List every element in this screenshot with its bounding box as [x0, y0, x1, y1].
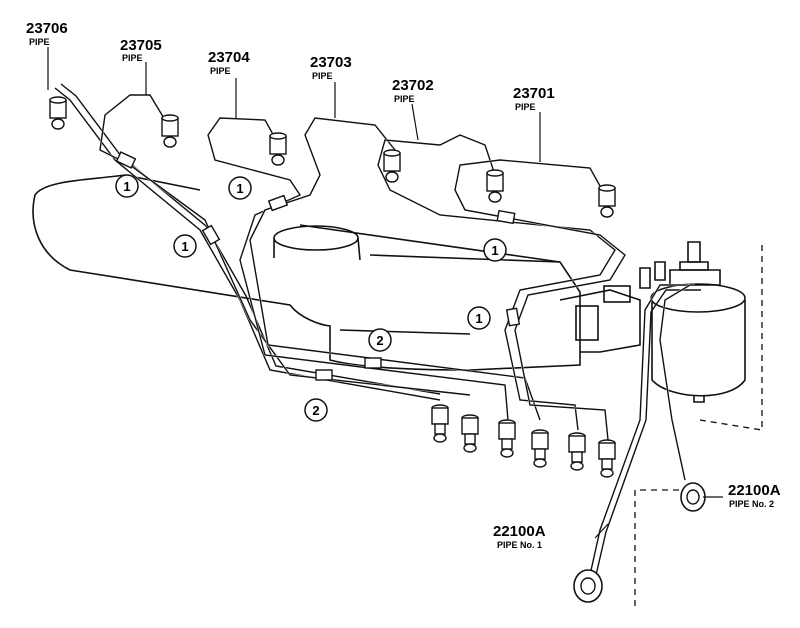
- part-label-22100a-no1: 22100A PIPE No. 1: [493, 523, 546, 550]
- svg-text:PIPE: PIPE: [394, 94, 415, 104]
- svg-text:22100A: 22100A: [728, 482, 781, 499]
- svg-text:1: 1: [181, 239, 188, 254]
- clamp-callout: 2: [368, 328, 392, 352]
- pipe-22100a-no2: [658, 284, 691, 481]
- pipe-22100a-no1: [588, 283, 701, 576]
- svg-text:2: 2: [376, 333, 383, 348]
- svg-text:23705: 23705: [120, 37, 162, 54]
- svg-text:23704: 23704: [208, 49, 250, 66]
- clamp-callout: 1: [467, 306, 491, 330]
- pipe-23704: [206, 116, 510, 421]
- svg-text:22100A: 22100A: [493, 523, 546, 540]
- pipe-23703: [248, 116, 542, 421]
- svg-text:23701: 23701: [513, 85, 555, 102]
- svg-text:1: 1: [123, 179, 130, 194]
- svg-text:1: 1: [475, 311, 482, 326]
- pipe-23701: [453, 158, 627, 441]
- clamp-callout: 1: [115, 174, 139, 198]
- svg-text:PIPE No. 1: PIPE No. 1: [497, 540, 542, 550]
- pipe-23702: [376, 133, 617, 431]
- pipe-23706: [54, 83, 441, 402]
- svg-text:PIPE: PIPE: [210, 66, 231, 76]
- part-label-23706: 23706 PIPE: [26, 20, 68, 47]
- leader-lines: [47, 47, 723, 539]
- svg-text:23706: 23706: [26, 20, 68, 37]
- clamp-callout: 2: [304, 398, 328, 422]
- part-label-22100a-no2: 22100A PIPE No. 2: [728, 482, 781, 509]
- clamp-callout: 1: [173, 234, 197, 258]
- lower-delivery-valve-nuts: [431, 404, 616, 478]
- banjo-fitting-no1: [573, 569, 603, 603]
- reference-dashed-lines: [634, 245, 763, 610]
- banjo-fitting-no2: [680, 482, 706, 512]
- part-label-23703: 23703 PIPE: [310, 54, 352, 81]
- part-label-23702: 23702 PIPE: [392, 77, 434, 104]
- pipe-clamps: [115, 151, 521, 381]
- pipe-23705: [98, 93, 471, 397]
- clamp-callout: 1: [483, 238, 507, 262]
- svg-text:PIPE: PIPE: [515, 102, 536, 112]
- engine-body: [32, 174, 746, 403]
- part-label-23705: 23705 PIPE: [120, 37, 162, 63]
- svg-text:23703: 23703: [310, 54, 352, 71]
- svg-text:PIPE: PIPE: [312, 71, 333, 81]
- upper-nozzle-nuts: [49, 96, 616, 218]
- svg-text:23702: 23702: [392, 77, 434, 94]
- clamp-callout: 1: [228, 176, 252, 200]
- svg-text:1: 1: [236, 181, 243, 196]
- svg-text:1: 1: [491, 243, 498, 258]
- svg-text:2: 2: [312, 403, 319, 418]
- svg-text:PIPE: PIPE: [122, 53, 143, 63]
- svg-text:PIPE: PIPE: [29, 37, 50, 47]
- part-label-23704: 23704 PIPE: [208, 49, 250, 76]
- part-label-23701: 23701 PIPE: [513, 85, 555, 112]
- svg-text:PIPE No. 2: PIPE No. 2: [729, 499, 774, 509]
